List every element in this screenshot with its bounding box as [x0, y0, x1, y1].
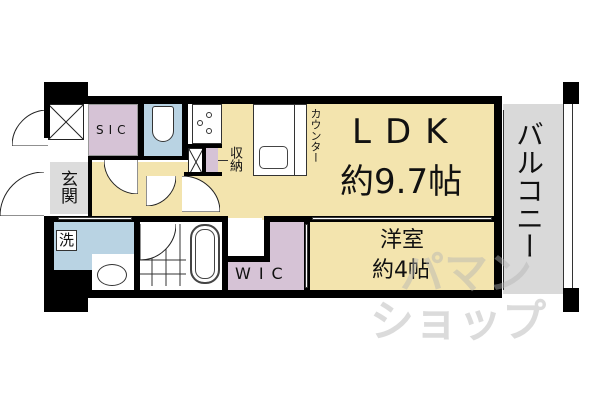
ldk-door-icon	[182, 176, 220, 212]
wall-bottom-left-block	[44, 294, 88, 312]
storage-closet	[206, 148, 218, 172]
wall-under-sic	[88, 156, 184, 160]
label-counter: カウンター	[309, 108, 322, 163]
room-size-ldk: 約9.7帖	[340, 162, 463, 202]
wall-bath-top	[134, 216, 226, 222]
label-washer: 洗	[56, 230, 78, 251]
label-storage: 収納	[227, 146, 242, 172]
wall-bottom	[84, 290, 500, 298]
room-label-wic: WIC	[235, 264, 291, 283]
entrance-door-icon	[12, 110, 48, 146]
wall-wash-bath	[134, 216, 140, 290]
wall-storage-divider	[202, 144, 206, 176]
wall-right	[494, 96, 502, 298]
room-label-entrance: 玄関	[57, 170, 77, 204]
room-label-sic: SIC	[96, 123, 131, 137]
stove-burner-icon	[206, 128, 212, 134]
wall-top	[84, 96, 496, 104]
room-label-balcony: バルコニー	[512, 120, 545, 260]
wall-balcony-bottom	[563, 288, 579, 312]
stove-burner-icon	[197, 120, 203, 126]
balcony	[503, 104, 563, 294]
kitchen-stove	[192, 104, 222, 144]
wall-wic-step-vert	[264, 216, 270, 262]
hallway-lower	[262, 210, 302, 220]
room-size-western: 約4帖	[372, 258, 430, 283]
toilet-icon	[152, 106, 174, 142]
wall-balcony-top	[563, 82, 579, 104]
washbasin-icon	[97, 264, 127, 286]
sliding-door-ldk-western	[312, 217, 492, 220]
room-wic	[228, 262, 304, 292]
hall-door-icon	[104, 160, 138, 194]
wall-wic-top	[264, 216, 308, 222]
watermark-line2: ショップ	[370, 296, 546, 347]
wall-toilet-kitchen	[182, 104, 188, 160]
balcony-window	[563, 104, 573, 290]
wall-top-left-block	[44, 82, 88, 104]
room-wic-upper	[270, 222, 304, 264]
bathtub-icon	[190, 224, 220, 284]
kitchen-counter-edge	[294, 104, 295, 176]
wall-left-upper	[44, 82, 50, 138]
front-door-icon	[0, 172, 44, 216]
wall-wash-lower	[54, 270, 92, 294]
sink-icon	[259, 146, 288, 169]
wall-entrance-right	[88, 160, 92, 216]
sliding-door-wic	[305, 224, 308, 288]
room-sic	[88, 104, 138, 156]
sliding-door-wash	[58, 217, 132, 220]
shoe-box-icon	[48, 104, 84, 140]
storage-leader-line	[218, 160, 228, 161]
toilet-door-icon	[146, 176, 176, 206]
stove-burner-icon	[206, 112, 212, 118]
watermark-line1: パマン	[400, 248, 532, 299]
wall-left-lower	[44, 216, 54, 312]
wall-bath-right	[222, 216, 228, 292]
room-label-western: 洋室	[380, 228, 425, 253]
wall-wic-top-step	[222, 256, 270, 262]
wall-sic-toilet	[138, 104, 144, 158]
room-entrance	[50, 162, 92, 214]
bath-door-icon	[140, 224, 176, 260]
bath-tile-grid	[140, 224, 186, 286]
room-western	[310, 222, 494, 290]
room-label-ldk: LDK	[352, 112, 462, 152]
